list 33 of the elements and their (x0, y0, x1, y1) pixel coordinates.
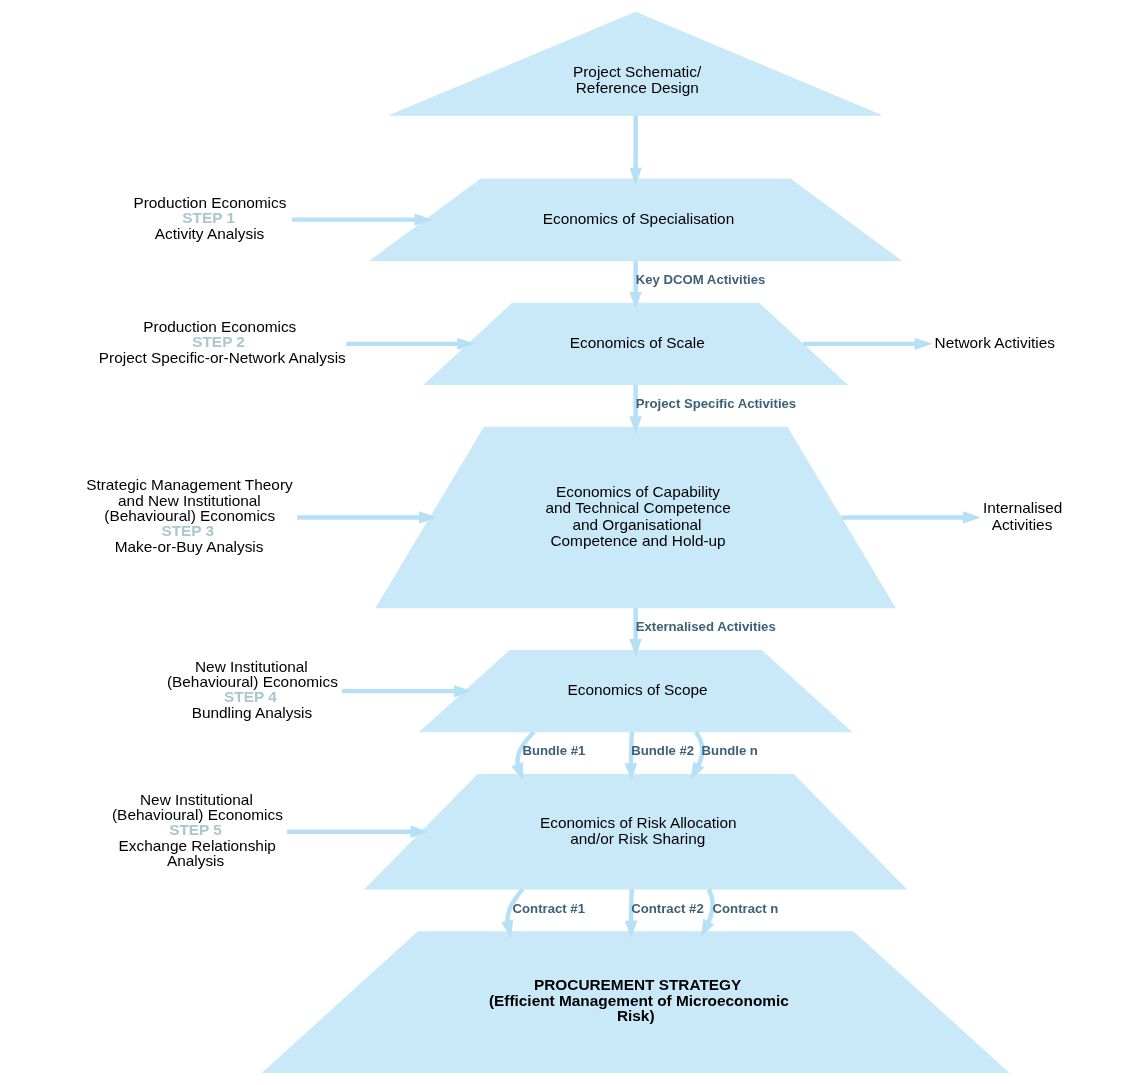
arrow (624, 889, 637, 939)
arrow (500, 887, 524, 939)
node-text: Production Economics STEP 1 Activity Analysis (132, 193, 286, 242)
node-text: Network Activities (934, 333, 1055, 351)
arrow (628, 607, 642, 657)
arrow (700, 888, 715, 938)
arrow (624, 731, 637, 781)
arrow (510, 730, 535, 781)
edge-label: Bundle #1 (521, 743, 585, 759)
node-text: New Institutional (Behavioural) Economics STEP 5 Exchange Relationship Analysis (111, 790, 283, 870)
arrow (628, 115, 642, 186)
edge-label: Project Specific Activities (635, 396, 796, 412)
arrow (840, 511, 981, 524)
arrow (628, 260, 642, 310)
node-text: New Institutional (Behavioural) Economics STEP 4 Bundling Analysis (166, 657, 338, 721)
edge-label: Contract #2 (630, 900, 704, 916)
node-text: Production Economics STEP 2 Project Specific-or-Network Analysis (98, 317, 346, 366)
node-text: Internalised Activities (982, 499, 1062, 533)
edge-label: Bundle n (701, 743, 758, 759)
arrow (341, 684, 472, 698)
edge-label: Externalised Activities (635, 619, 776, 635)
arrow (286, 825, 428, 838)
arrow (689, 730, 705, 781)
arrow (628, 384, 642, 434)
edge-label: Key DCOM Activities (635, 272, 765, 288)
edge-label: Contract #1 (512, 900, 585, 916)
arrow (802, 337, 932, 350)
edge-label: Bundle #2 (630, 743, 694, 759)
arrow (296, 511, 437, 524)
edge-label: Contract n (712, 900, 778, 916)
arrow (291, 213, 432, 226)
arrow (345, 337, 475, 350)
node-text: Strategic Management Theory and New Institutional (Behavioural) Economics STEP 3 Make-or-Buy Analysis (85, 476, 293, 555)
